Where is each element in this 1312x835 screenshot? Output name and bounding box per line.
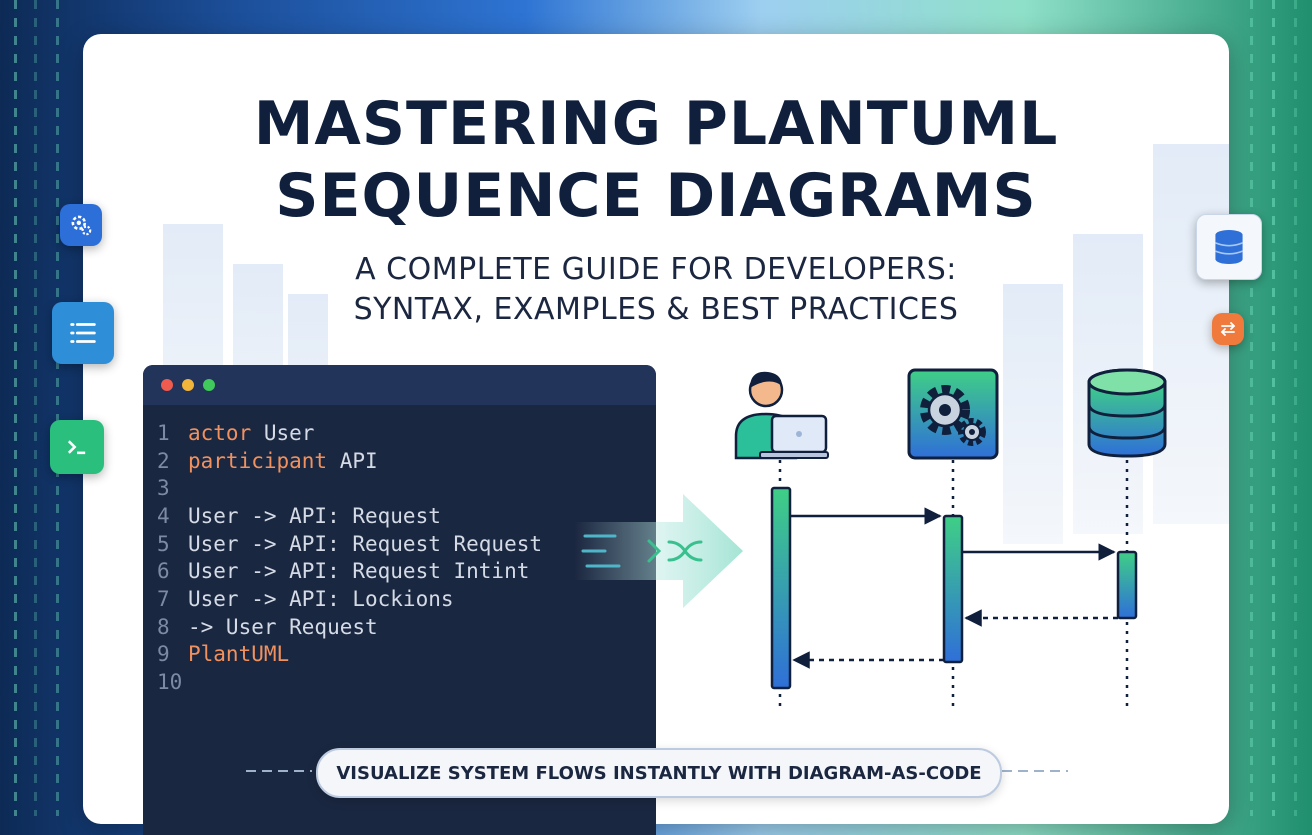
code-line: 5 User -> API: Request Request (143, 530, 656, 558)
line-number: 6 (157, 559, 170, 584)
gear-icon (907, 368, 999, 460)
list-icon[interactable] (52, 302, 114, 364)
terminal-icon[interactable] (50, 420, 104, 474)
code-text: API (327, 448, 378, 473)
database-icon (1087, 368, 1167, 458)
subtitle-line-2: SYNTAX, EXAMPLES & BEST PRACTICES (353, 292, 959, 327)
code-line: 3 (143, 474, 656, 502)
code-line: 6 User -> API: Request Intint (143, 557, 656, 585)
code-keyword: actor (188, 420, 252, 445)
line-number: 7 (157, 586, 170, 611)
sequence-diagram (734, 368, 1167, 710)
database-icon[interactable] (1196, 214, 1262, 280)
tagline-text: VISUALIZE SYSTEM FLOWS INSTANTLY WITH DI… (336, 762, 982, 784)
code-line: 8 -> User Request (143, 613, 656, 641)
code-line: 7 User -> API: Lockions (143, 585, 656, 613)
line-number: 3 (157, 476, 170, 501)
user-icon (734, 371, 829, 460)
code-text: User -> API: Lockions (188, 586, 454, 611)
tagline-banner: VISUALIZE SYSTEM FLOWS INSTANTLY WITH DI… (316, 748, 1002, 798)
code-line: 1 actor User (143, 419, 656, 447)
code-line: 2 participant API (143, 447, 656, 475)
bg-data-stripe (1294, 0, 1297, 816)
database-cylinder-icon (1215, 230, 1243, 264)
activation-bar-service (942, 514, 964, 664)
code-line: 9 PlantUML (143, 641, 656, 669)
decor-dash-line (1002, 770, 1068, 772)
maximize-dot[interactable] (203, 379, 215, 391)
editor-titlebar (143, 365, 656, 405)
settings-icon[interactable] (60, 204, 102, 246)
code-text: -> User Request (188, 614, 378, 639)
line-number: 4 (157, 503, 170, 528)
minimize-dot[interactable] (182, 379, 194, 391)
line-number: 2 (157, 448, 170, 473)
checklist-icon (70, 323, 96, 343)
bg-data-stripe (56, 0, 59, 816)
line-number: 1 (157, 420, 170, 445)
bg-data-stripe (1272, 0, 1275, 816)
activation-bar-database (1116, 550, 1138, 620)
gear-icon (71, 215, 92, 236)
subtitle: A COMPLETE GUIDE FOR DEVELOPERS: (355, 252, 957, 287)
code-text: User -> API: Request (188, 503, 441, 528)
bg-data-stripe (1250, 0, 1253, 816)
activation-bar-user (770, 486, 792, 690)
code-text: User -> API: Request Request (188, 531, 543, 556)
swap-arrows-icon (1220, 322, 1236, 336)
bg-data-stripe (14, 0, 17, 816)
code-keyword: participant (188, 448, 328, 473)
code-text: User -> API: Request Intint (188, 559, 530, 584)
bg-building (1003, 284, 1063, 544)
page-title-line-2: SEQUENCE DIAGRAMS (275, 161, 1037, 231)
code-line: 10 (143, 668, 656, 696)
code-line: 4 User -> API: Request (143, 502, 656, 530)
convert-arrow-icon (575, 494, 743, 608)
decor-dash-line (246, 770, 312, 772)
bg-data-stripe (34, 0, 37, 816)
line-number: 10 (157, 670, 183, 695)
line-number: 9 (157, 642, 170, 667)
line-number: 5 (157, 531, 170, 556)
code-keyword: PlantUML (188, 642, 290, 667)
terminal-prompt-icon (67, 440, 86, 455)
close-dot[interactable] (161, 379, 173, 391)
page-title: MASTERING PLANTUML (253, 89, 1059, 159)
code-text: User (251, 420, 315, 445)
line-number: 8 (157, 614, 170, 639)
transfer-icon[interactable] (1212, 313, 1244, 345)
